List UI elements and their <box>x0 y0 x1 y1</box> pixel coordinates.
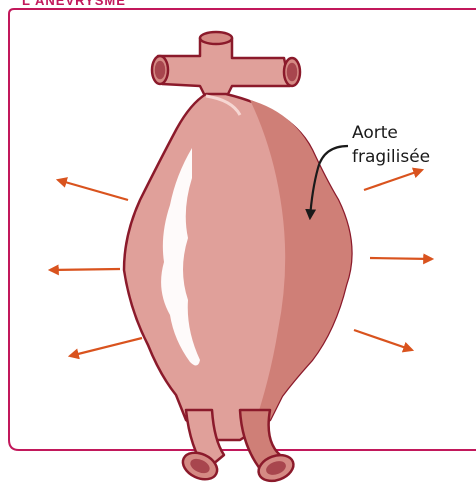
label-line-2: fragilisée <box>352 145 430 169</box>
arrow-mid-left <box>50 269 120 270</box>
arrow-mid-right <box>370 258 432 259</box>
arrow-lower-left <box>70 338 142 356</box>
aortic-branches <box>152 32 300 98</box>
arrow-upper-right <box>364 170 422 190</box>
arrow-upper-left <box>58 180 128 200</box>
weakened-aorta-label: Aorte fragilisée <box>352 121 430 169</box>
label-line-1: Aorte <box>352 121 430 145</box>
arrow-lower-right <box>354 330 412 350</box>
